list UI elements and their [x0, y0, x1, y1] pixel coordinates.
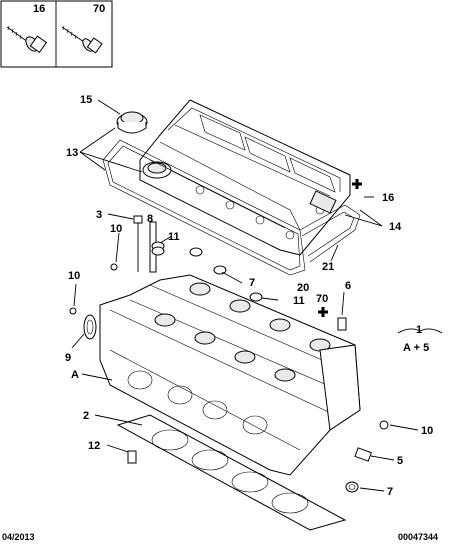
- callouts: 15 13 16 14 3 8 10 11 21 7 20 11 6 10 70…: [65, 94, 433, 498]
- oil-filler-cap: [116, 111, 148, 134]
- callout-A: A: [71, 369, 79, 381]
- callout-1: 1: [416, 324, 422, 336]
- callout-11-mid: 11: [293, 295, 305, 307]
- rocker-cover: [139, 99, 351, 256]
- callout-1-sub: A + 5: [403, 342, 429, 354]
- callout-20: 20: [297, 282, 309, 294]
- callout-3: 3: [96, 209, 102, 221]
- callout-11-top: 11: [168, 231, 180, 243]
- inset-frame: [0, 0, 113, 68]
- plus-marker-icon: [318, 179, 362, 317]
- right-small-parts: [345, 420, 389, 493]
- callout-15: 15: [80, 94, 92, 106]
- leader-lines: [71, 99, 443, 492]
- cylinder-head: [99, 274, 361, 476]
- callout-70: 70: [316, 293, 328, 305]
- bolts-studs: [69, 215, 347, 464]
- callout-6: 6: [345, 280, 351, 292]
- callout-10-left: 10: [68, 270, 80, 282]
- footer-ref: 00047344: [398, 532, 438, 542]
- inset-label-70: 70: [93, 3, 105, 15]
- callout-8: 8: [147, 213, 153, 225]
- callout-7-mid: 7: [249, 277, 255, 289]
- callout-14: 14: [389, 221, 402, 233]
- callout-13: 13: [66, 147, 78, 159]
- callout-10-top: 10: [110, 223, 122, 235]
- callout-10-right: 10: [421, 425, 433, 437]
- callout-2: 2: [83, 410, 89, 422]
- callout-7-bottom: 7: [387, 486, 393, 498]
- callout-9: 9: [65, 352, 71, 364]
- inset-label-16: 16: [33, 3, 45, 15]
- footer-date: 04/2013: [2, 532, 35, 542]
- callout-21: 21: [322, 261, 334, 273]
- callout-12: 12: [88, 440, 100, 452]
- bolt-flange-icon: [6, 25, 48, 54]
- inset-parts: 16 70: [0, 0, 113, 68]
- seal-9: [83, 314, 97, 340]
- callout-16-right: 16: [382, 192, 394, 204]
- bolt-washer-icon: [61, 25, 103, 54]
- head-gasket: [116, 414, 347, 531]
- callout-5: 5: [397, 455, 403, 467]
